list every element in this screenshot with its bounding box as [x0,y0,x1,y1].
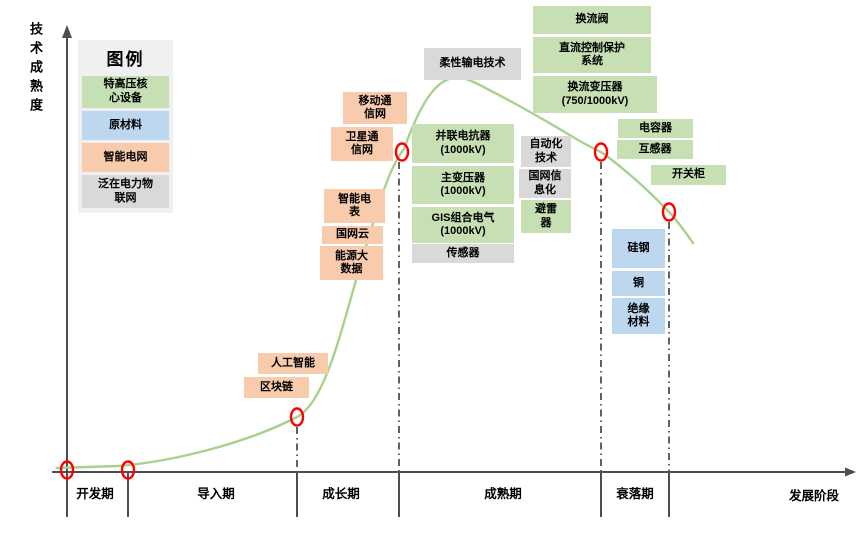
milestone-circle-icon [59,460,75,480]
legend-item-uhv-equipment: 特高压核 心设备 [82,76,169,108]
milestone-circle-icon [120,460,136,480]
x-axis-arrow-icon [845,467,856,477]
tech-node: 柔性输电技术 [424,48,521,80]
tech-node: GIS组合电气 (1000kV) [412,207,514,243]
milestone-circle-icon [394,142,410,162]
tech-node: 并联电抗器 (1000kV) [412,124,514,163]
stage-label: 成熟期 [484,487,522,501]
tech-node: 人工智能 [258,353,328,374]
tech-node: 绝缘 材料 [612,298,665,334]
tech-node: 开关柜 [651,165,726,185]
legend-item-raw-materials: 原材料 [82,111,169,140]
tech-node: 智能电 表 [324,189,385,223]
legend: 图例 特高压核 心设备 原材料 智能电网 泛在电力物 联网 [78,40,173,213]
tech-node: 自动化 技术 [521,136,571,167]
legend-item-smart-grid: 智能电网 [82,143,169,172]
maturity-curve [55,76,695,470]
tech-node: 换流阀 [533,6,651,34]
tech-node: 卫星通 信网 [331,127,393,161]
milestone-circle-icon [661,202,677,222]
y-axis-arrow-icon [62,25,72,38]
stage-label: 导入期 [197,487,235,501]
milestone-circle-icon [289,407,305,427]
x-axis-label: 发展阶段 [789,489,840,503]
legend-title: 图例 [106,50,145,69]
tech-node: 主变压器 (1000kV) [412,166,514,204]
y-axis-label: 技术成熟度 [28,22,43,117]
tech-node: 国网信 息化 [519,169,571,198]
tech-node: 避雷 器 [521,200,571,233]
milestone-circle-icon [593,142,609,162]
tech-node: 硅钢 [612,229,665,268]
tech-node: 传感器 [412,244,514,263]
tech-node: 换流变压器 (750/1000kV) [533,76,657,113]
tech-node: 直流控制保护 系统 [533,37,651,73]
tech-node: 铜 [612,271,665,296]
stage-label: 衰落期 [616,487,654,501]
tech-node: 国网云 [322,226,383,244]
legend-item-power-iot: 泛在电力物 联网 [82,175,169,208]
stage-label: 开发期 [76,487,114,501]
stage-label: 成长期 [322,487,360,501]
tech-node: 能源大 数据 [320,246,383,280]
tech-node: 区块链 [244,377,309,398]
tech-node: 电容器 [618,119,693,138]
tech-node: 互感器 [617,140,693,159]
tech-node: 移动通 信网 [343,92,407,124]
